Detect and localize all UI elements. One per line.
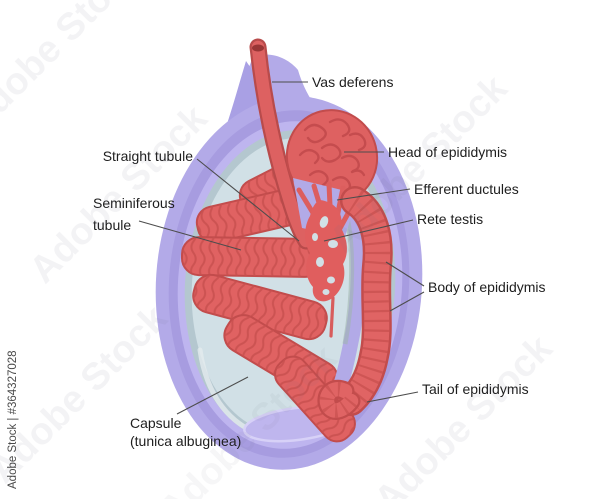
watermark-text: Adobe Stock <box>0 0 151 141</box>
head-of-epididymis-shape <box>285 109 379 205</box>
label-tail-of-epididymis: Tail of epididymis <box>422 381 529 397</box>
stock-id-text: Adobe Stock | #364327028 <box>7 350 19 489</box>
label-head-of-epididymis: Head of epididymis <box>388 144 507 160</box>
watermark-text: Adobe Stock <box>0 297 176 492</box>
vas-deferens-tube <box>249 38 315 250</box>
sac-channel <box>330 194 366 401</box>
label-straight-tubule: Straight tubule <box>103 148 193 164</box>
label-vas-deferens: Vas deferens <box>312 74 393 90</box>
leader-body-of-epididymis-upper <box>385 261 425 287</box>
leader-straight-tubule <box>196 158 300 242</box>
label-rete-testis: Rete testis <box>417 211 483 227</box>
leader-seminiferous-tubule <box>138 220 242 251</box>
label-body-of-epididymis: Body of epididymis <box>428 279 546 295</box>
label-seminiferous-tubule-line2: tubule <box>93 217 131 233</box>
leader-body-of-epididymis-lower <box>389 291 425 312</box>
rete-testis-shape <box>305 200 347 302</box>
body-of-epididymis-shape <box>336 186 393 416</box>
tail-of-epididymis-shape <box>317 379 361 420</box>
seminiferous-lobule <box>180 236 324 278</box>
testis-illustration <box>155 38 423 470</box>
leader-tail-of-epididymis <box>366 391 419 403</box>
leader-efferent-ductules <box>336 188 411 201</box>
label-capsule-line2: (tunica albuginea) <box>130 433 241 449</box>
leader-capsule <box>176 376 249 415</box>
leader-rete-testis <box>323 219 414 242</box>
label-efferent-ductules: Efferent ductules <box>414 181 519 197</box>
label-capsule-line1: Capsule <box>130 415 182 431</box>
cord-flap <box>226 61 269 127</box>
labels-layer: Vas deferens Head of epididymis Efferent… <box>93 74 546 449</box>
label-seminiferous-tubule-line1: Seminiferous <box>93 195 175 211</box>
